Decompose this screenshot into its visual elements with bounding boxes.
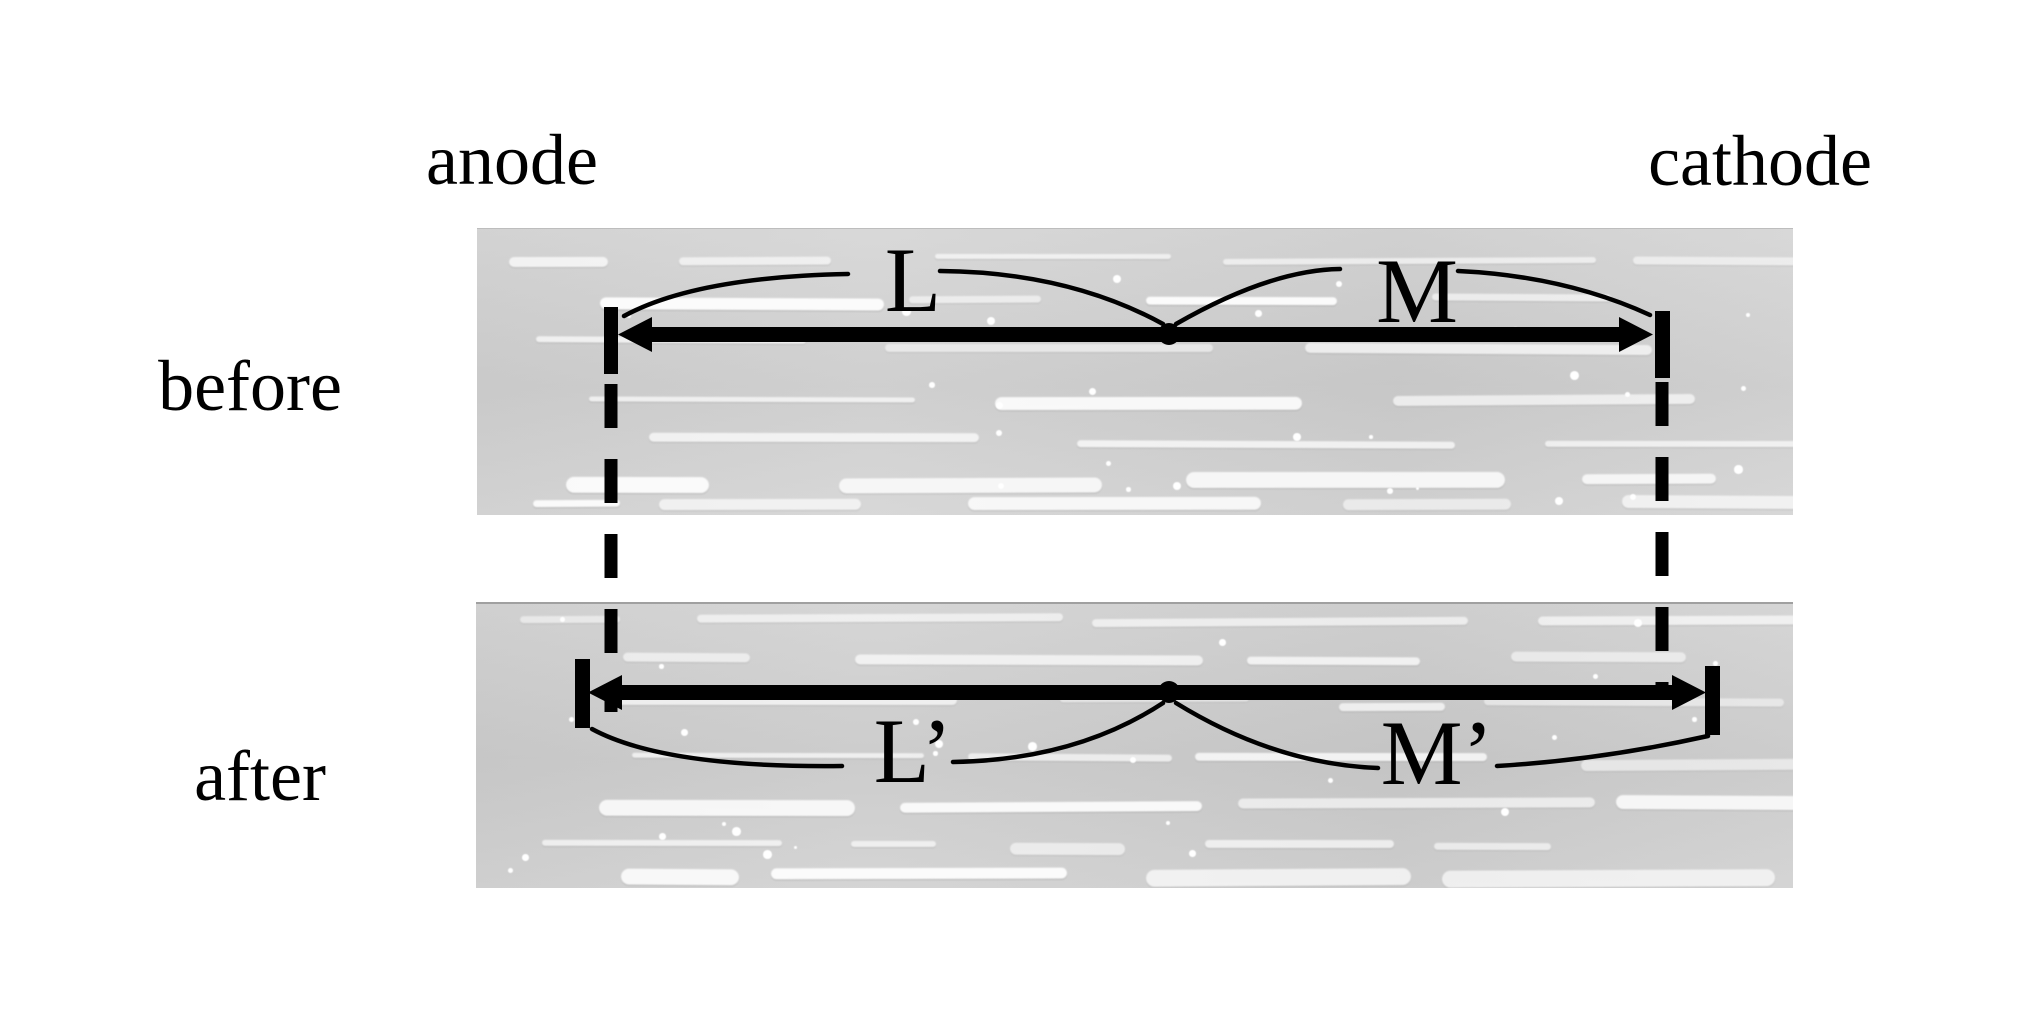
before-label: before [158, 346, 342, 426]
measure-L-label: L [884, 229, 942, 331]
measure-M-prime-label: M’ [1380, 702, 1494, 804]
measure-M-label: M [1376, 240, 1458, 342]
after-label: after [194, 736, 326, 816]
measure-L-prime-label: L’ [873, 700, 953, 802]
micrograph-after [476, 602, 1793, 888]
cathode-label: cathode [1648, 121, 1872, 201]
micrograph-before [477, 228, 1793, 515]
anode-label: anode [426, 120, 598, 200]
